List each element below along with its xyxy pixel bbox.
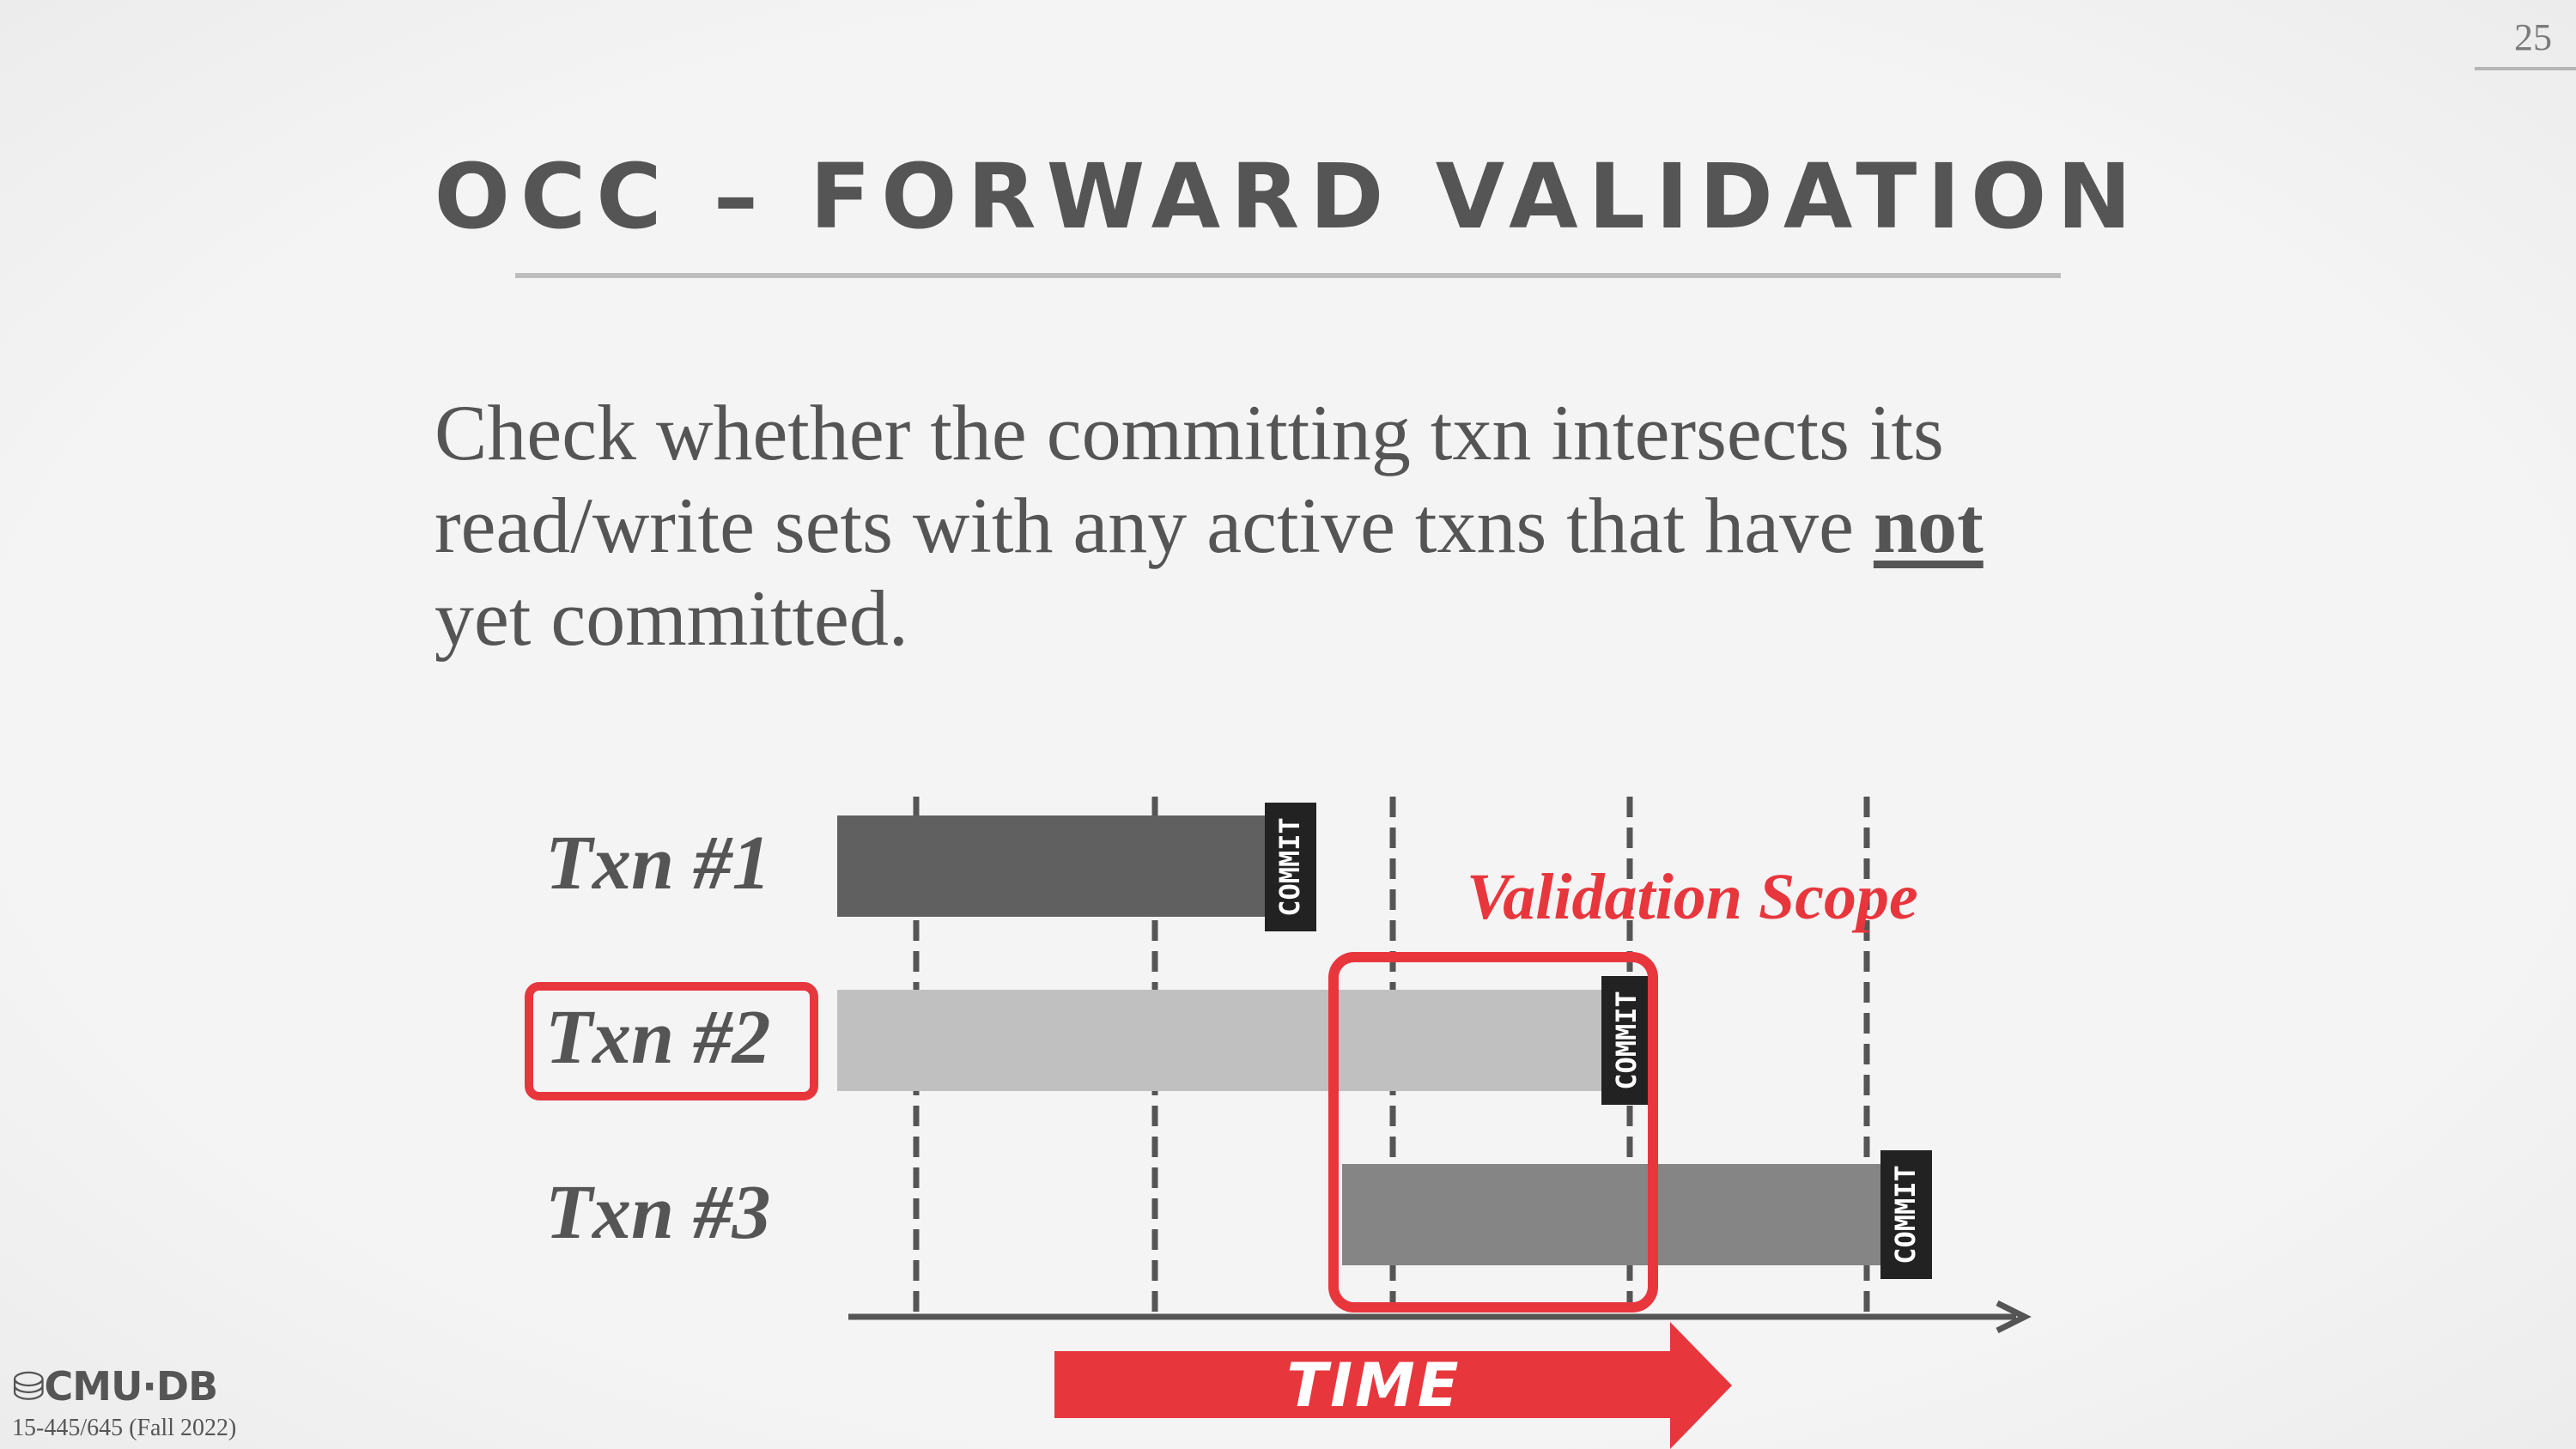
body-text: Check whether the committing txn interse… <box>434 386 2186 664</box>
logo-text: CMU·DB <box>44 1363 219 1410</box>
txn-1-commit-label: COMMIT <box>1273 817 1306 917</box>
txn-3-commit: COMMIT <box>1880 1150 1932 1279</box>
cmu-db-logo: ⛁CMU·DB <box>12 1363 219 1410</box>
title-underline <box>515 273 2061 278</box>
body-line-3: yet committed. <box>434 574 908 662</box>
validation-scope-label: Validation Scope <box>1467 861 1918 933</box>
txn-1-bar <box>837 815 1267 917</box>
txn-3-commit-label: COMMIT <box>1889 1165 1922 1264</box>
txn-2-commit-box <box>1601 976 1653 1105</box>
body-line-2: read/write sets with any active txns tha… <box>434 479 2186 572</box>
database-icon: ⛁ <box>12 1363 46 1410</box>
txn-3-commit-box <box>1880 1150 1932 1279</box>
course-label: 15-445/645 (Fall 2022) <box>12 1415 237 1441</box>
txn-3-label: Txn #3 <box>545 1170 771 1255</box>
txn-1-commit: COMMIT <box>1265 803 1316 931</box>
txn-1-label: Txn #1 <box>545 821 771 906</box>
body-line-2-text: read/write sets with any active txns tha… <box>434 482 1874 569</box>
txn-3-bar <box>1342 1164 1892 1265</box>
txn-2-bar <box>837 990 1610 1091</box>
validation-scope-box <box>1328 952 1658 1313</box>
txn-1-commit-box <box>1265 803 1316 931</box>
txn-2-highlight-box <box>525 982 818 1100</box>
time-arrow <box>1054 1322 1732 1449</box>
txn-2-commit-label: COMMIT <box>1610 991 1643 1090</box>
page-number: 25 <box>2514 16 2552 58</box>
txn-2-label: Txn #2 <box>545 995 771 1080</box>
txn-2-commit: COMMIT <box>1601 976 1653 1105</box>
time-axis-arrowhead <box>1996 1300 2032 1334</box>
body-emphasis-not: not <box>1873 482 1984 569</box>
slide-title: OCC – FORWARD VALIDATION <box>434 144 2142 249</box>
body-line-1: Check whether the committing txn interse… <box>434 389 1944 476</box>
time-label: TIME <box>1286 1350 1461 1421</box>
page-number-rule <box>2475 67 2576 70</box>
